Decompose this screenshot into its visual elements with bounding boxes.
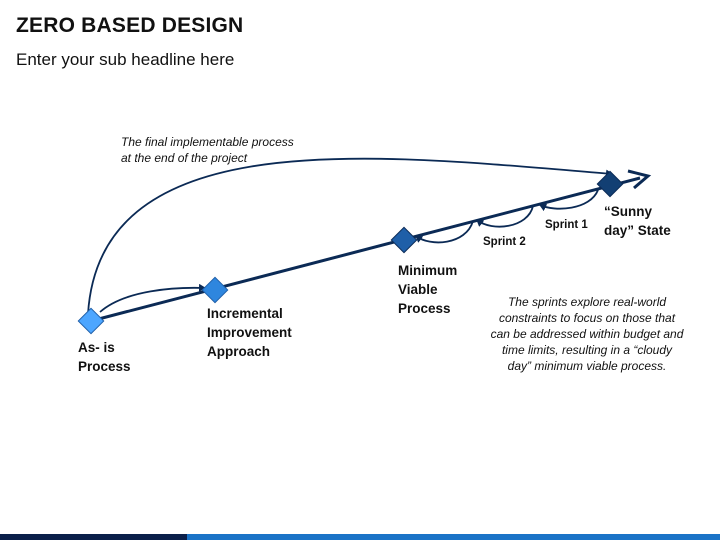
main-arrowhead-icon: [627, 169, 652, 190]
final-process-arc: [87, 157, 613, 315]
mvp-diamond-icon: [390, 226, 418, 254]
as-is-diamond-icon: [77, 307, 105, 335]
sprint-2-label: Sprint 2: [483, 236, 526, 248]
sprint-1-arc: [539, 189, 599, 212]
incremental-diamond-icon: [201, 276, 229, 304]
sprint-2-arc-a: [476, 205, 534, 228]
incremental-label: Incremental Improvement Approach: [207, 306, 292, 359]
sunny-day-label: “Sunny day” State: [604, 204, 671, 238]
sprint-1-label: Sprint 1: [545, 219, 588, 231]
footer-accent-bar: [0, 534, 720, 540]
main-progress-line: [90, 176, 641, 323]
as-is-label: As- is Process: [78, 340, 131, 374]
sprints-note: The sprints explore real-world constrain…: [490, 295, 684, 373]
mvp-label: Minimum Viable Process: [398, 263, 458, 316]
page-title: ZERO BASED DESIGN: [16, 14, 244, 37]
incremental-arc: [99, 283, 206, 313]
final-process-note: The final implementable process at the e…: [121, 135, 294, 165]
sunny-day-diamond-icon: [596, 170, 624, 198]
sprint-2-arc-b: [415, 220, 474, 244]
page-subtitle: Enter your sub headline here: [16, 50, 235, 69]
